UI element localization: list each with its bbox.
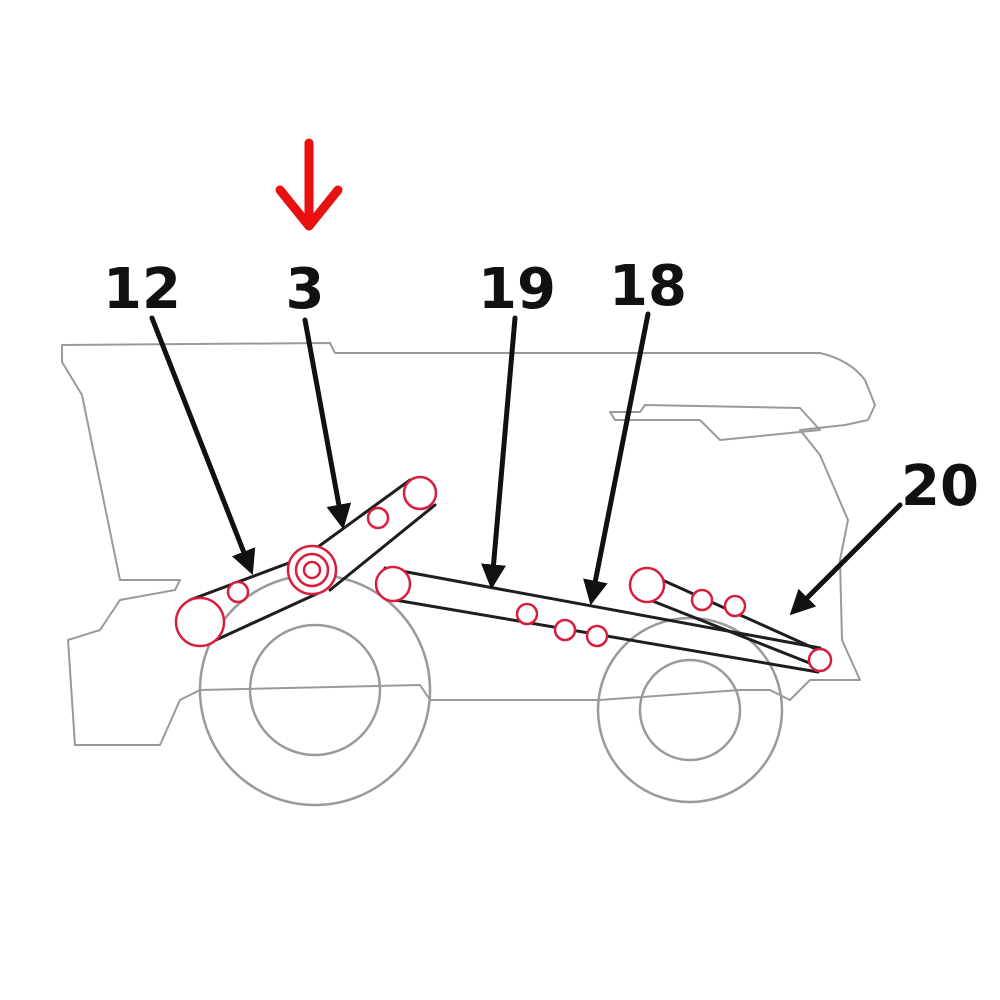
belts — [188, 478, 822, 674]
pulley-idler-3 — [585, 624, 609, 648]
leader-12 — [149, 315, 256, 575]
pulley-rear-idler-1 — [690, 588, 714, 612]
callout-12: 12 — [103, 257, 181, 322]
grain-tank-outline — [609, 404, 821, 441]
pulley-drive-inner — [302, 560, 322, 580]
callout-20: 20 — [901, 454, 979, 519]
callout-18: 18 — [609, 254, 687, 319]
leader-lines — [149, 311, 903, 616]
pulley-large-left — [174, 596, 226, 648]
pulley-rear-large — [628, 566, 666, 604]
combine-body-outline — [61, 342, 876, 746]
leader-18 — [583, 311, 651, 606]
pulley-rear-end — [807, 647, 833, 673]
pulley-small-left — [226, 580, 250, 604]
pulley-top-small — [366, 506, 390, 530]
pulley-idler-1 — [515, 602, 539, 626]
leader-19 — [481, 315, 518, 590]
rear-hub — [638, 658, 742, 762]
leader-20 — [789, 502, 903, 616]
pulleys — [174, 475, 833, 673]
pulley-idler-2 — [553, 618, 577, 642]
rear-wheel — [596, 616, 784, 804]
belt-20 — [638, 568, 820, 666]
front-hub — [248, 623, 382, 757]
callout-labels: 12 3 19 18 20 — [103, 254, 979, 519]
pulley-center-left — [374, 565, 412, 603]
pulley-top-right — [402, 475, 438, 511]
combine-outline — [61, 342, 876, 807]
pulley-rear-idler-2 — [723, 594, 747, 618]
red-down-arrow-icon — [275, 138, 343, 231]
callout-19: 19 — [478, 257, 556, 322]
callout-3: 3 — [286, 257, 325, 322]
leader-3 — [302, 317, 352, 530]
